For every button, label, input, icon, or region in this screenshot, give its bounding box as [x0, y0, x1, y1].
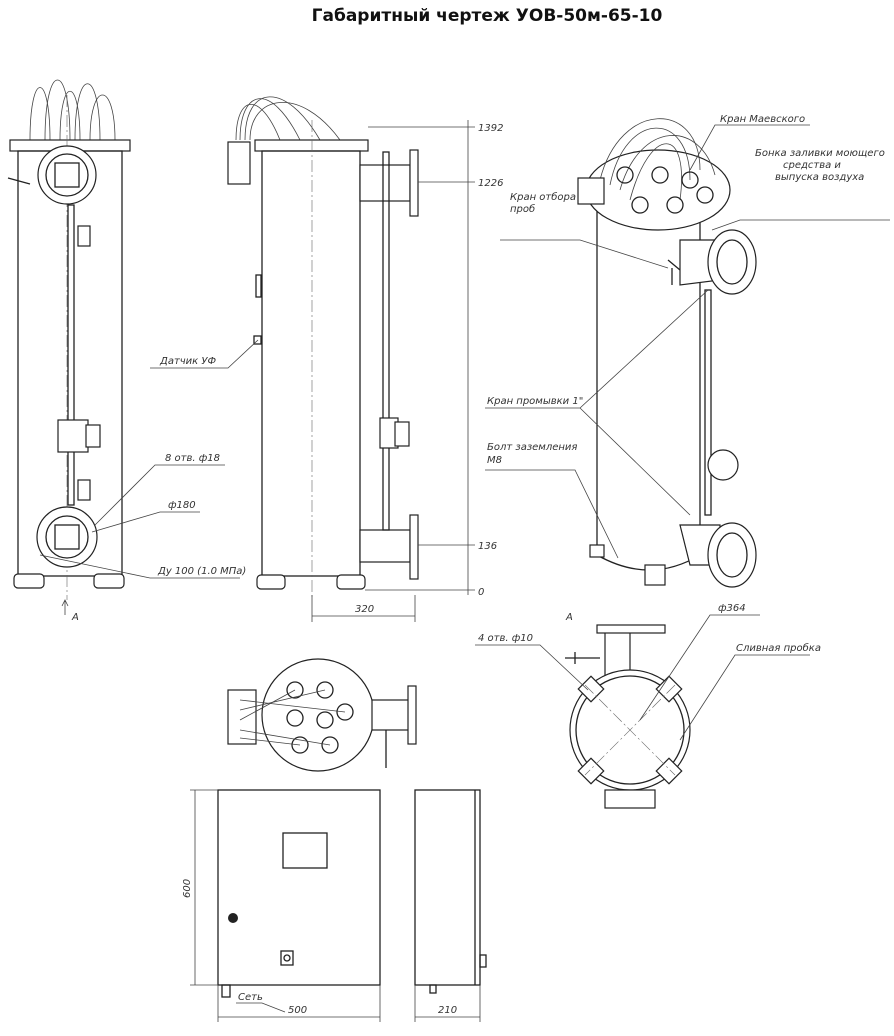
label-8-holes: 8 отв. ф18 [165, 453, 220, 464]
side-view: 1392 1226 136 0 320 Датчик УФ [150, 96, 503, 622]
view-a-arrow-label: А [71, 612, 79, 623]
label-kran-otbora-2: проб [510, 203, 535, 215]
label-bonka-3: выпуска воздуха [775, 172, 864, 183]
label-du100: Ду 100 (1.0 МПа) [157, 566, 246, 577]
label-4-holes: 4 отв. ф10 [478, 633, 533, 644]
control-cabinet: 600 500 210 Сеть [182, 789, 487, 1022]
drawing-title: Габаритный чертеж УОВ-50м-65-10 [311, 6, 663, 26]
dim-210: 210 [438, 1005, 457, 1016]
view-a: А 4 отв. ф10 ф364 Сливная пробка [475, 603, 821, 809]
dim-600: 600 [182, 879, 193, 898]
dim-1392: 1392 [478, 123, 503, 134]
dim-1226: 1226 [478, 178, 503, 189]
label-kran-promyvki: Кран промывки 1" [487, 396, 583, 407]
dim-500: 500 [288, 1005, 307, 1016]
top-view [227, 658, 417, 772]
dim-320: 320 [355, 604, 374, 615]
label-kran-maevskogo: Кран Маевского [720, 114, 805, 125]
isometric-view: Кран Маевского Бонка заливки моющего сре… [485, 114, 890, 588]
label-d364: ф364 [718, 603, 746, 614]
label-set: Сеть [238, 992, 263, 1003]
label-bolt-1: Болт заземления [487, 442, 577, 453]
front-view: А [7, 79, 131, 623]
label-datchik-uf: Датчик УФ [159, 356, 216, 367]
view-a-title: А [565, 612, 573, 623]
label-bonka-2: средства и [783, 160, 841, 171]
label-bolt-2: М8 [487, 455, 502, 466]
label-bonka-1: Бонка заливки моющего [755, 148, 885, 159]
label-slivnaya-probka: Сливная пробка [736, 642, 821, 654]
dim-136: 136 [478, 541, 497, 552]
label-kran-otbora-1: Кран отбора [510, 191, 576, 203]
dim-0: 0 [478, 587, 484, 598]
label-d180: ф180 [168, 500, 196, 511]
